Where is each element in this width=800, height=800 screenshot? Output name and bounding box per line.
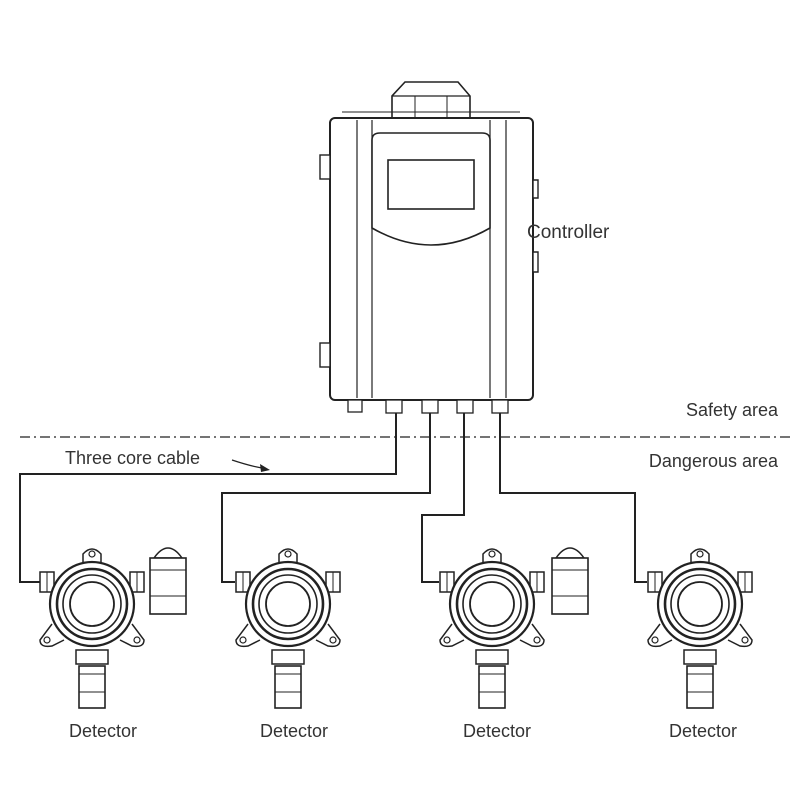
detector-label-1: Detector bbox=[69, 721, 137, 741]
cable-label: Three core cable bbox=[65, 448, 200, 468]
detector-label-3: Detector bbox=[463, 721, 531, 741]
alarm-lamp-3 bbox=[551, 547, 589, 615]
alarm-lamp-1 bbox=[149, 547, 187, 615]
detector-3 bbox=[439, 548, 545, 709]
cables bbox=[19, 413, 647, 583]
detector-label-4: Detector bbox=[669, 721, 737, 741]
detector-1 bbox=[39, 548, 145, 709]
controller-display bbox=[387, 159, 475, 210]
cable-pointer-arrow bbox=[231, 459, 270, 472]
detectors bbox=[39, 547, 753, 709]
cable-glands bbox=[347, 399, 509, 414]
detector-label-2: Detector bbox=[260, 721, 328, 741]
safety-area-label: Safety area bbox=[686, 400, 779, 420]
controller-label: Controller bbox=[527, 222, 610, 243]
dangerous-area-label: Dangerous area bbox=[649, 451, 779, 471]
detector-2 bbox=[235, 548, 341, 709]
controller-unit bbox=[319, 81, 539, 414]
detector-4 bbox=[647, 548, 753, 709]
